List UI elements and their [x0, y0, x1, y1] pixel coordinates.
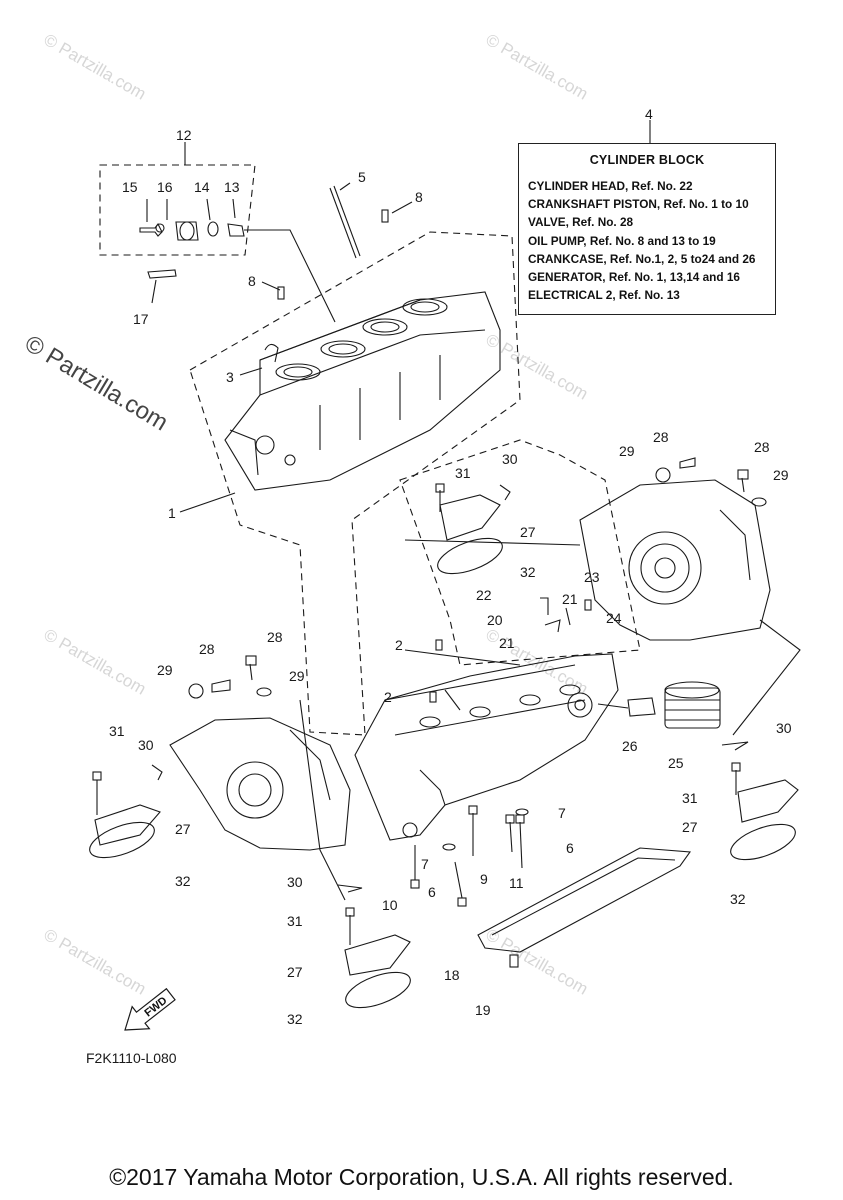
callout-14: 14: [194, 179, 210, 195]
reference-box: CYLINDER BLOCK CYLINDER HEAD, Ref. No. 2…: [518, 143, 776, 315]
callout-18: 18: [444, 967, 460, 983]
mount-upper-right: [435, 483, 511, 575]
crankcase-drawing: [354, 653, 619, 841]
callout-27: 27: [682, 819, 698, 835]
callout-28: 28: [199, 641, 215, 657]
callout-31: 31: [109, 723, 125, 739]
reference-line: VALVE, Ref. No. 28: [528, 215, 634, 230]
callout-20: 20: [487, 612, 503, 628]
callout-31: 31: [682, 790, 698, 806]
figure-code: F2K1110-L080: [86, 1050, 177, 1066]
reference-line: CYLINDER HEAD, Ref. No. 22: [528, 179, 693, 193]
callout-32: 32: [175, 873, 191, 889]
callout-24: 24: [606, 610, 622, 626]
callout-4: 4: [645, 106, 653, 122]
callout-2: 2: [395, 637, 403, 653]
callout-28: 28: [653, 429, 669, 445]
oil-pan-drawing: [477, 847, 692, 953]
reference-line: CRANKCASE, Ref. No.1, 2, 5 to24 and 26: [528, 251, 756, 266]
callout-19: 19: [475, 1002, 491, 1018]
callout-29: 29: [289, 668, 305, 684]
callout-5: 5: [358, 169, 366, 185]
callout-21: 21: [499, 635, 515, 651]
callout-22: 22: [476, 587, 492, 603]
fwd-arrow-icon: FWD: [124, 987, 176, 1031]
callout-6: 6: [428, 884, 436, 900]
callout-31: 31: [455, 465, 471, 481]
callout-27: 27: [287, 964, 303, 980]
callout-12: 12: [176, 127, 192, 143]
callout-23: 23: [584, 569, 600, 585]
callout-10: 10: [382, 897, 398, 913]
callout-30: 30: [287, 874, 303, 890]
mount-left: [89, 764, 163, 859]
callout-8: 8: [248, 273, 256, 289]
callout-25: 25: [668, 755, 684, 771]
callout-15: 15: [122, 179, 138, 195]
callout-9: 9: [480, 871, 488, 887]
callout-7: 7: [558, 805, 566, 821]
mount-bottom-center: [337, 884, 411, 1009]
callout-6: 6: [566, 840, 574, 856]
generator-cover-right: [579, 479, 771, 641]
oil-filter-drawing: [664, 687, 721, 729]
bolt-drawings: [410, 805, 529, 907]
reference-box-title: CYLINDER BLOCK: [589, 153, 705, 167]
callout-2: 2: [384, 689, 392, 705]
callout-13: 13: [224, 179, 240, 195]
callout-32: 32: [730, 891, 746, 907]
reference-line: OIL PUMP, Ref. No. 8 and 13 to 19: [528, 233, 716, 248]
callout-26: 26: [622, 738, 638, 754]
reference-line: CRANKSHAFT PISTON, Ref. No. 1 to 10: [528, 197, 749, 212]
copyright-notice: ©2017 Yamaha Motor Corporation, U.S.A. A…: [109, 1164, 734, 1190]
callout-3: 3: [226, 369, 234, 385]
callout-8: 8: [415, 189, 423, 205]
callout-31: 31: [287, 913, 303, 929]
mount-right: [721, 741, 799, 861]
callout-11: 11: [509, 875, 524, 891]
callout-1: 1: [168, 505, 176, 521]
callout-32: 32: [520, 564, 536, 580]
callout-28: 28: [754, 439, 770, 455]
callout-29: 29: [773, 467, 789, 483]
callout-27: 27: [520, 524, 536, 540]
callout-29: 29: [619, 443, 635, 459]
callout-16: 16: [157, 179, 173, 195]
callout-30: 30: [138, 737, 154, 753]
callout-7: 7: [421, 856, 429, 872]
dashed-group-outline: [99, 164, 641, 736]
callout-21: 21: [562, 591, 578, 607]
callout-27: 27: [175, 821, 191, 837]
stud-bolt-5: [329, 187, 357, 259]
callout-29: 29: [157, 662, 173, 678]
callout-32: 32: [287, 1011, 303, 1027]
reference-line: GENERATOR, Ref. No. 1, 13,14 and 16: [528, 270, 740, 285]
callout-30: 30: [502, 451, 518, 467]
cylinder-block-drawing: [224, 291, 501, 491]
reference-line: ELECTRICAL 2, Ref. No. 13: [528, 288, 680, 303]
generator-cover-left: [169, 717, 351, 851]
callout-28: 28: [267, 629, 283, 645]
callout-17: 17: [133, 311, 149, 327]
reference-list: CYLINDER HEAD, Ref. No. 22 CRANKSHAFT PI…: [528, 177, 775, 304]
callout-30: 30: [776, 720, 792, 736]
